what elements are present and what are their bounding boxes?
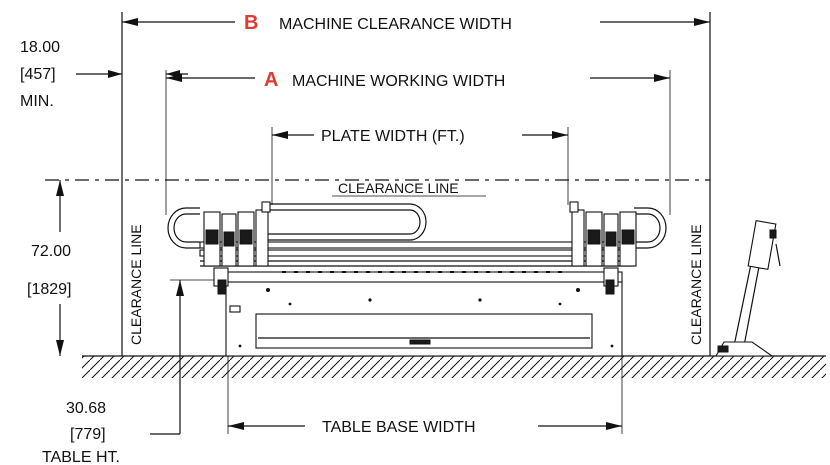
b-dimension <box>122 18 710 26</box>
clearance-arrows <box>76 70 188 78</box>
height-72-dimension <box>56 180 64 356</box>
machine-drawing <box>167 201 667 357</box>
table-base-width-dimension <box>228 422 622 430</box>
plate-width-label: PLATE WIDTH (FT.) <box>321 128 465 145</box>
plate-width-dimension <box>272 131 568 139</box>
dim-457: [457] <box>20 66 56 83</box>
top-clearance-label: CLEARANCE LINE <box>338 180 459 196</box>
b-label: MACHINE CLEARANCE WIDTH <box>279 16 512 33</box>
b-letter: B <box>244 12 258 34</box>
dim-18: 18.00 <box>20 39 60 56</box>
a-letter: A <box>264 69 278 91</box>
left-clearance-label: CLEARANCE LINE <box>128 224 144 345</box>
dim-table-ht: TABLE HT. <box>42 449 120 465</box>
ground <box>82 355 826 378</box>
dim-3068: 30.68 <box>66 400 106 417</box>
right-clearance-label: CLEARANCE LINE <box>688 224 704 345</box>
dim-779: [779] <box>70 426 106 443</box>
a-label: MACHINE WORKING WIDTH <box>292 73 505 90</box>
operator-console <box>715 219 781 357</box>
dim-min: MIN. <box>20 93 54 110</box>
a-dimension <box>166 74 670 82</box>
table-base-width-label: TABLE BASE WIDTH <box>322 419 476 436</box>
dim-1829: [1829] <box>27 281 71 298</box>
dim-72: 72.00 <box>31 243 71 260</box>
